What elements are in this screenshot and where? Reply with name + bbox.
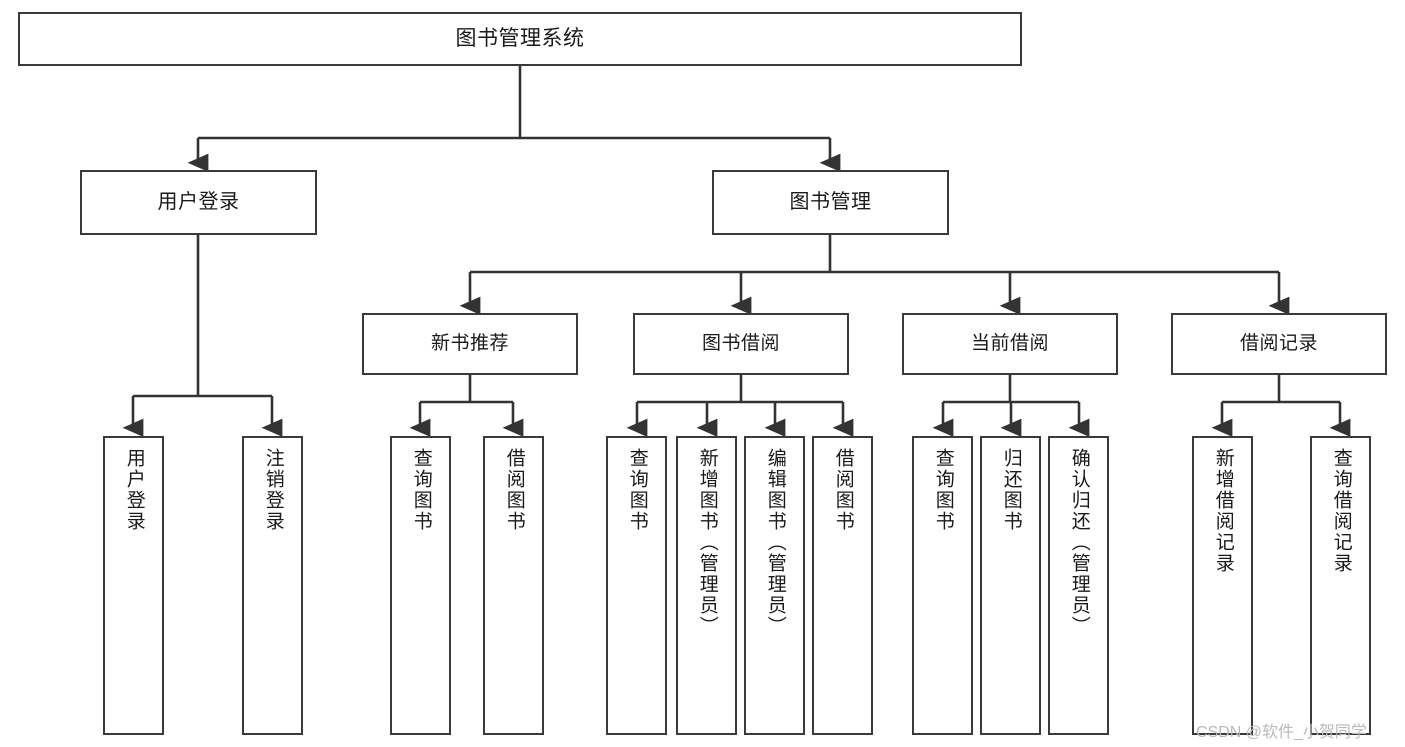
leaf-borrow-borrow-book[interactable]: 借阅图书 xyxy=(812,436,873,735)
node-label: 用户登录 xyxy=(157,191,240,213)
node-label: 图书管理 xyxy=(789,191,872,213)
node-label: 用户登录 xyxy=(123,448,145,532)
leaf-logout-login[interactable]: 注销登录 xyxy=(242,436,303,735)
node-borrow-record[interactable]: 借阅记录 xyxy=(1171,313,1387,375)
node-current-borrow[interactable]: 当前借阅 xyxy=(902,313,1118,375)
node-label: 新增借阅记录 xyxy=(1212,448,1234,574)
leaf-current-query-book[interactable]: 查询图书 xyxy=(912,436,973,735)
node-label: 归还图书 xyxy=(1000,448,1022,532)
node-label: 查询借阅记录 xyxy=(1330,448,1352,574)
node-book-borrow[interactable]: 图书借阅 xyxy=(633,313,849,375)
node-label: 当前借阅 xyxy=(970,333,1049,355)
leaf-newbook-borrow-book[interactable]: 借阅图书 xyxy=(483,436,544,735)
leaf-current-return-book[interactable]: 归还图书 xyxy=(980,436,1041,735)
node-label: 图书管理系统 xyxy=(455,26,585,50)
leaf-borrow-query-book[interactable]: 查询图书 xyxy=(606,436,667,735)
leaf-user-login[interactable]: 用户登录 xyxy=(103,436,164,735)
node-label: 注销登录 xyxy=(262,448,284,532)
node-new-book-recommend[interactable]: 新书推荐 xyxy=(362,313,578,375)
leaf-record-query-record[interactable]: 查询借阅记录 xyxy=(1310,436,1371,735)
node-label: 图书借阅 xyxy=(701,333,780,355)
leaf-borrow-add-book-admin[interactable]: 新增图书（管理员） xyxy=(676,436,737,735)
csdn-watermark: CSDN @软件_小贺同学 xyxy=(1196,724,1367,741)
node-label: 借阅图书 xyxy=(832,448,854,532)
leaf-record-add-record[interactable]: 新增借阅记录 xyxy=(1192,436,1253,735)
node-label: 查询图书 xyxy=(932,448,954,532)
leaf-current-confirm-return-admin[interactable]: 确认归还（管理员） xyxy=(1048,436,1109,735)
node-label: 查询图书 xyxy=(410,448,432,532)
node-label: 查询图书 xyxy=(626,448,648,532)
node-label: 编辑图书（管理员） xyxy=(764,448,786,637)
node-label: 新增图书（管理员） xyxy=(696,448,718,637)
node-label: 借阅图书 xyxy=(503,448,525,532)
node-user-login[interactable]: 用户登录 xyxy=(80,170,317,235)
leaf-newbook-query-book[interactable]: 查询图书 xyxy=(390,436,451,735)
node-book-management[interactable]: 图书管理 xyxy=(712,170,949,235)
node-label: 新书推荐 xyxy=(430,333,509,355)
node-label: 借阅记录 xyxy=(1239,333,1318,355)
node-label: 确认归还（管理员） xyxy=(1068,448,1090,637)
node-book-management-system[interactable]: 图书管理系统 xyxy=(18,12,1022,66)
leaf-borrow-edit-book-admin[interactable]: 编辑图书（管理员） xyxy=(744,436,805,735)
